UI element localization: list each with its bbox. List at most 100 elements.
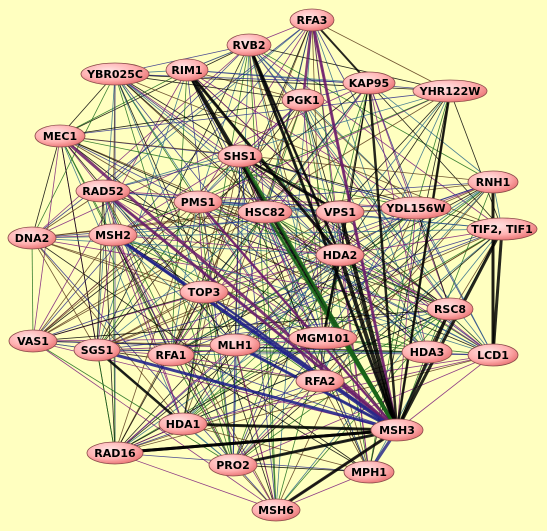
node-lcd1[interactable]: LCD1 bbox=[467, 343, 519, 367]
node-mgm101[interactable]: MGM101 bbox=[288, 326, 358, 350]
edge bbox=[31, 19, 313, 239]
edge bbox=[311, 19, 428, 353]
node-hsc82[interactable]: HSC82 bbox=[237, 200, 293, 224]
node-rfa2[interactable]: RFA2 bbox=[295, 369, 345, 393]
edge bbox=[102, 44, 250, 192]
node-hda3[interactable]: HDA3 bbox=[401, 340, 453, 364]
node-label: LCD1 bbox=[477, 349, 509, 362]
edge bbox=[112, 234, 341, 256]
node-rsc8[interactable]: RSC8 bbox=[426, 297, 474, 321]
node-shape bbox=[343, 460, 395, 484]
edge bbox=[31, 73, 116, 239]
node-kap95[interactable]: KAP95 bbox=[342, 71, 396, 95]
edge-emphasized bbox=[96, 348, 398, 432]
node-shape bbox=[281, 88, 325, 112]
edge bbox=[96, 211, 341, 351]
node-vas1[interactable]: VAS1 bbox=[8, 329, 58, 353]
node-label: RAD16 bbox=[94, 447, 136, 460]
edge bbox=[170, 228, 503, 356]
edge-emphasized bbox=[102, 189, 398, 432]
node-top3[interactable]: TOP3 bbox=[179, 280, 229, 304]
edge bbox=[31, 237, 205, 293]
node-hda1[interactable]: HDA1 bbox=[158, 412, 208, 436]
edge bbox=[264, 211, 494, 356]
node-shape bbox=[158, 412, 208, 436]
node-shape bbox=[380, 196, 452, 220]
edge-emphasized bbox=[247, 44, 342, 256]
edge-emphasized bbox=[395, 308, 452, 431]
node-mlh1[interactable]: MLH1 bbox=[209, 333, 261, 357]
node-msh3[interactable]: MSH3 bbox=[370, 418, 424, 442]
edge bbox=[415, 207, 451, 310]
edge bbox=[170, 211, 341, 356]
edge bbox=[114, 73, 266, 213]
edge bbox=[59, 135, 184, 425]
edge bbox=[170, 351, 428, 356]
node-msh6[interactable]: MSH6 bbox=[251, 498, 301, 522]
edge bbox=[311, 19, 451, 92]
node-msh2[interactable]: MSH2 bbox=[88, 223, 138, 247]
node-rfa3[interactable]: RFA3 bbox=[289, 8, 335, 32]
node-rfa1[interactable]: RFA1 bbox=[147, 343, 195, 367]
node-ydl156w[interactable]: YDL156W bbox=[380, 196, 452, 220]
edge bbox=[182, 207, 417, 425]
edge bbox=[197, 90, 451, 203]
edge bbox=[186, 69, 451, 92]
edge bbox=[319, 308, 451, 382]
node-hda2[interactable]: HDA2 bbox=[315, 243, 365, 267]
edge bbox=[102, 190, 205, 293]
edge-emphasized bbox=[182, 422, 398, 432]
edge bbox=[96, 190, 104, 351]
edge bbox=[248, 44, 417, 209]
edge bbox=[203, 291, 277, 511]
edge bbox=[203, 211, 266, 293]
edge bbox=[197, 201, 341, 256]
node-ybr025c[interactable]: YBR025C bbox=[80, 62, 150, 86]
node-pgk1[interactable]: PGK1 bbox=[281, 88, 325, 112]
node-yhr122w[interactable]: YHR122W bbox=[412, 79, 488, 103]
edge bbox=[182, 423, 370, 473]
node-label: RAD52 bbox=[82, 185, 123, 198]
node-label: YDL156W bbox=[385, 202, 445, 215]
edge bbox=[311, 19, 494, 356]
node-shape bbox=[7, 226, 57, 250]
edge bbox=[32, 234, 114, 342]
edge bbox=[368, 82, 503, 230]
edge bbox=[239, 155, 417, 209]
node-sgs1[interactable]: SGS1 bbox=[73, 338, 121, 362]
node-rad52[interactable]: RAD52 bbox=[75, 179, 131, 203]
node-shape bbox=[165, 58, 209, 82]
edge bbox=[59, 135, 417, 209]
node-dna2[interactable]: DNA2 bbox=[7, 226, 57, 250]
edge bbox=[32, 337, 324, 342]
node-label: MGM101 bbox=[296, 332, 350, 345]
edge bbox=[96, 349, 321, 382]
edge-emphasized bbox=[203, 290, 398, 432]
node-rad16[interactable]: RAD16 bbox=[86, 441, 144, 465]
node-shs1[interactable]: SHS1 bbox=[217, 144, 263, 168]
node-shape bbox=[412, 79, 488, 103]
edge bbox=[114, 73, 370, 84]
edge bbox=[170, 354, 398, 431]
node-label: RIM1 bbox=[171, 64, 202, 77]
node-label: YHR122W bbox=[419, 85, 481, 98]
node-vps1[interactable]: VPS1 bbox=[315, 200, 365, 224]
edge bbox=[32, 340, 277, 511]
edge bbox=[264, 211, 428, 353]
node-shape bbox=[173, 190, 223, 214]
node-rnh1[interactable]: RNH1 bbox=[467, 170, 519, 194]
edge-emphasized bbox=[96, 349, 184, 425]
node-pms1[interactable]: PMS1 bbox=[173, 190, 223, 214]
node-pro2[interactable]: PRO2 bbox=[208, 453, 258, 477]
node-rim1[interactable]: RIM1 bbox=[165, 58, 209, 82]
node-mec1[interactable]: MEC1 bbox=[34, 124, 86, 148]
edge bbox=[248, 44, 503, 230]
edge bbox=[203, 291, 234, 466]
node-mph1[interactable]: MPH1 bbox=[343, 460, 395, 484]
edge bbox=[182, 228, 503, 425]
node-shape bbox=[147, 343, 195, 367]
edge-emphasized bbox=[275, 428, 398, 512]
node-rvb2[interactable]: RVB2 bbox=[226, 33, 272, 57]
node-shape bbox=[208, 453, 258, 477]
node-tif2[interactable]: TIF2, TIF1 bbox=[466, 217, 538, 241]
